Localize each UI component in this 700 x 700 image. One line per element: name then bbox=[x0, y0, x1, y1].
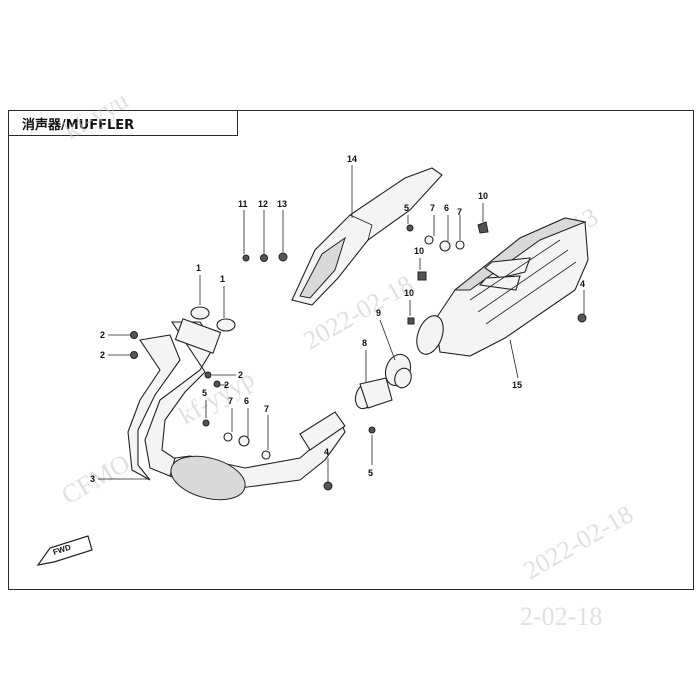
callout-2d: 2 bbox=[224, 380, 229, 390]
watermark-user-1: kf-yyu bbox=[59, 85, 134, 145]
callout-5c: 5 bbox=[404, 203, 409, 213]
gasket-1a bbox=[190, 306, 210, 320]
leader-lines bbox=[98, 165, 585, 482]
callout-11: 11 bbox=[238, 199, 248, 209]
callout-14: 14 bbox=[347, 154, 357, 164]
callout-7d: 7 bbox=[457, 207, 462, 217]
connector-tube bbox=[354, 377, 393, 410]
callout-9: 9 bbox=[376, 308, 381, 318]
title-box bbox=[8, 110, 238, 136]
callout-3: 3 bbox=[90, 474, 95, 484]
fasteners bbox=[130, 221, 587, 491]
callout-8: 8 bbox=[362, 338, 367, 348]
callout-2b: 2 bbox=[100, 350, 105, 360]
callout-2c: 2 bbox=[238, 370, 243, 380]
watermark-date-2: 2022-02-18 bbox=[519, 499, 639, 585]
callout-5b: 5 bbox=[368, 468, 373, 478]
clamp bbox=[384, 353, 412, 389]
watermark-date-3: 2-02-18 bbox=[520, 602, 602, 631]
callout-12: 12 bbox=[258, 199, 268, 209]
callout-10b: 10 bbox=[414, 246, 424, 256]
callout-6a: 6 bbox=[244, 396, 249, 406]
callout-7c: 7 bbox=[430, 203, 435, 213]
callout-1b: 1 bbox=[220, 274, 225, 284]
heat-shield bbox=[291, 167, 443, 306]
diagram-title: 消声器/MUFFLER bbox=[22, 118, 135, 133]
callout-1a: 1 bbox=[196, 263, 201, 273]
callout-2a: 2 bbox=[100, 330, 105, 340]
gasket-1b bbox=[216, 318, 236, 332]
callout-10c: 10 bbox=[404, 288, 414, 298]
callout-4a: 4 bbox=[324, 447, 329, 457]
callout-13: 13 bbox=[277, 199, 287, 209]
fwd-arrow: FWD bbox=[36, 535, 93, 566]
exhaust-header bbox=[127, 318, 346, 501]
muffler bbox=[416, 217, 589, 357]
callout-6b: 6 bbox=[444, 203, 449, 213]
diagram-frame bbox=[8, 110, 694, 590]
callout-4b: 4 bbox=[580, 279, 585, 289]
callout-5a: 5 bbox=[202, 388, 207, 398]
callout-7a: 7 bbox=[228, 396, 233, 406]
callout-15: 15 bbox=[512, 380, 522, 390]
callout-7b: 7 bbox=[264, 404, 269, 414]
callout-10a: 10 bbox=[478, 191, 488, 201]
